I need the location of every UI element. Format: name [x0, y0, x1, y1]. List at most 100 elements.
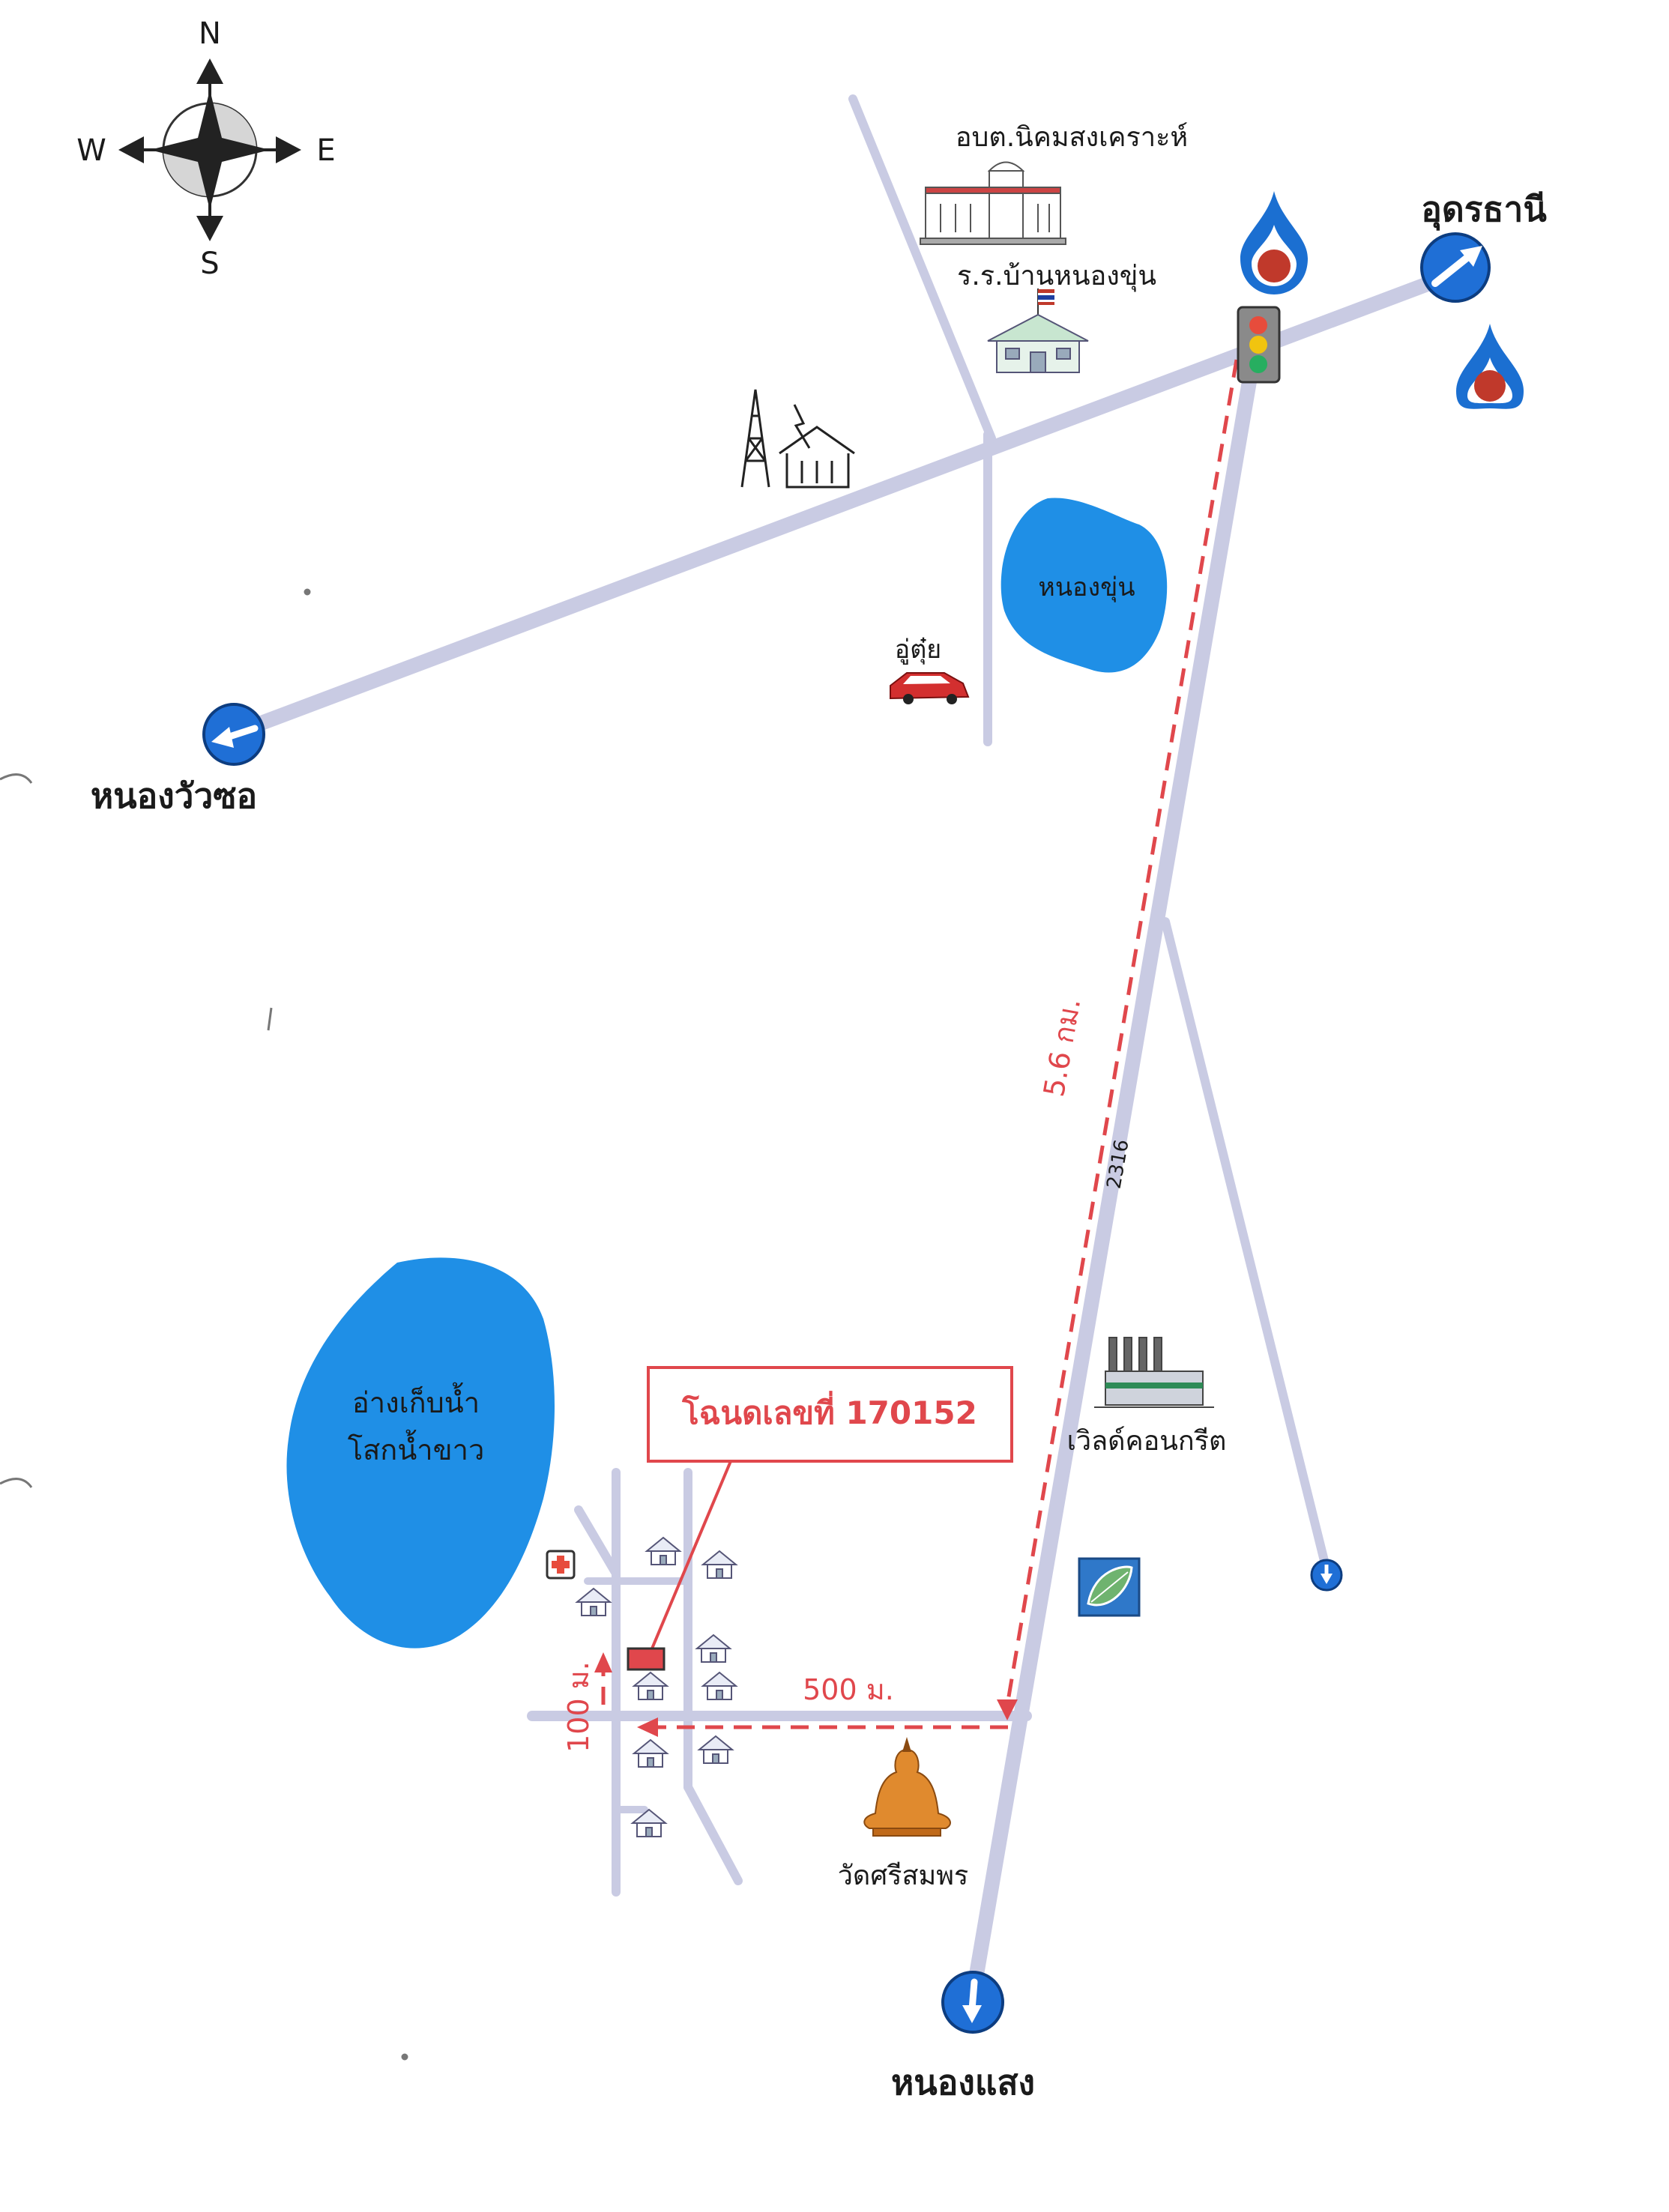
place-reservoir-line1: อ่างเก็บน้ำ: [352, 1382, 480, 1419]
destination-nong-saeng: หนองแสง: [891, 2062, 1035, 2103]
place-garage: อู่ตุ๋ย: [895, 635, 941, 665]
scan-mark-3: [267, 1007, 273, 1031]
distance-lane-label: 100 ม.: [562, 1661, 595, 1753]
compass-east-label: E: [316, 133, 335, 168]
house-door: [716, 1568, 723, 1579]
temple-buddha: [863, 1737, 951, 1837]
school-window-2: [1056, 348, 1071, 360]
scan-mark-2: [0, 1478, 33, 1488]
buddha-topknot: [902, 1737, 911, 1752]
house-roof: [645, 1536, 682, 1552]
route-arrowhead-north: [594, 1652, 612, 1672]
sign-east-branch: [1310, 1559, 1343, 1592]
factory-band: [1105, 1382, 1203, 1388]
house-icon: [630, 1808, 668, 1837]
building-base: [920, 238, 1066, 245]
compass-north-label: N: [199, 16, 221, 51]
houses: [575, 1536, 738, 1837]
compass-south-label: S: [200, 247, 219, 281]
gas-drop-core: [1474, 370, 1506, 402]
arrow-south-icon: [962, 2005, 982, 2023]
compass-rose: N S E W: [76, 16, 335, 281]
compass-west-label: W: [76, 133, 106, 168]
gas-drop-core: [1258, 250, 1291, 282]
flag-icon: [1038, 289, 1054, 293]
deed-callout: โฉนดเลขที่ 170152: [627, 1366, 1013, 1671]
car-window: [903, 676, 950, 684]
house-icon: [695, 1634, 732, 1663]
buddha-icon: [863, 1748, 951, 1829]
road-village-top: [574, 1505, 621, 1578]
sign-nong-wua-so: [202, 703, 265, 766]
house-door: [647, 1757, 654, 1768]
place-pond: หนองขุ่น: [1038, 572, 1135, 602]
sign-arrow-shaft: [968, 1978, 978, 2013]
house-door: [647, 1690, 654, 1700]
factory-stack-4: [1153, 1337, 1162, 1372]
house-door: [590, 1606, 597, 1616]
compass-arrow-e-icon: [276, 136, 301, 163]
house-door: [645, 1827, 653, 1837]
substation-building-icon: [779, 426, 855, 489]
house-door: [712, 1753, 719, 1764]
house-door: [710, 1652, 717, 1663]
place-sao-office: อบต.นิคมสงเคราะห์: [956, 122, 1188, 153]
house-door: [716, 1690, 723, 1700]
arrow-northeast-icon: [1460, 246, 1482, 267]
place-school: ร.ร.บ้านหนองขุ่น: [957, 261, 1156, 292]
compass-star-icon: [150, 90, 270, 210]
sign-udon-thani: [1420, 232, 1491, 303]
road-2316: [969, 326, 1265, 1982]
scan-dot-2: [401, 2053, 408, 2061]
house-icon: [645, 1536, 682, 1565]
pond: [1001, 498, 1168, 673]
reservoir: [286, 1257, 555, 1649]
school-window-1: [1005, 348, 1020, 360]
house-roof: [632, 1738, 669, 1754]
compass-arrow-w-icon: [118, 136, 144, 163]
school-icon: [987, 313, 1089, 342]
house-roof: [632, 1671, 669, 1687]
substation: [740, 389, 855, 489]
factory-stack-1: [1108, 1337, 1117, 1372]
scan-dot-1: [304, 588, 311, 596]
deed-box: [647, 1366, 1013, 1463]
destination-nong-wua-so: หนองวัวซอ: [91, 776, 257, 816]
scan-mark-1: [0, 773, 33, 784]
house-icon: [701, 1671, 738, 1700]
flag-white-1: [1038, 293, 1054, 295]
house-icon: [632, 1738, 669, 1768]
sao-office-building: [920, 161, 1066, 245]
route-arrowhead-junction: [997, 1699, 1018, 1720]
garage-car: [890, 672, 970, 704]
destination-udon-thani: อุดรธานี: [1421, 189, 1547, 231]
concrete-plant: [1094, 1337, 1214, 1408]
light-yellow: [1249, 336, 1267, 354]
house-roof: [575, 1587, 612, 1603]
traffic-light: [1237, 306, 1281, 384]
leaf-logo: [1078, 1557, 1141, 1617]
scan-marks: [0, 588, 408, 2061]
flag-white-2: [1038, 300, 1054, 302]
factory-stack-2: [1123, 1337, 1132, 1372]
car-wheel-1: [903, 694, 914, 704]
flag-blue: [1038, 295, 1054, 300]
gas-station-2: [1456, 324, 1524, 409]
house-icon: [701, 1550, 738, 1579]
light-red: [1249, 316, 1267, 334]
building-tower: [989, 170, 1024, 241]
house-roof: [697, 1735, 734, 1750]
house-door: [660, 1555, 667, 1565]
house-icon: [697, 1735, 734, 1764]
deed-pointer: [651, 1460, 732, 1649]
deed-plot: [627, 1647, 666, 1671]
leaf-vein: [1090, 1571, 1129, 1603]
distance-side-label: 500 ม.: [803, 1673, 894, 1706]
building-roof: [925, 187, 1061, 194]
car-wheel-2: [947, 694, 957, 704]
arrow-west-icon: [211, 727, 234, 748]
building-dome: [987, 161, 1025, 172]
light-green: [1249, 355, 1267, 373]
place-concrete-plant: เวิลด์คอนกรีต: [1067, 1426, 1227, 1457]
road-number-label: 2316: [1103, 1137, 1134, 1190]
